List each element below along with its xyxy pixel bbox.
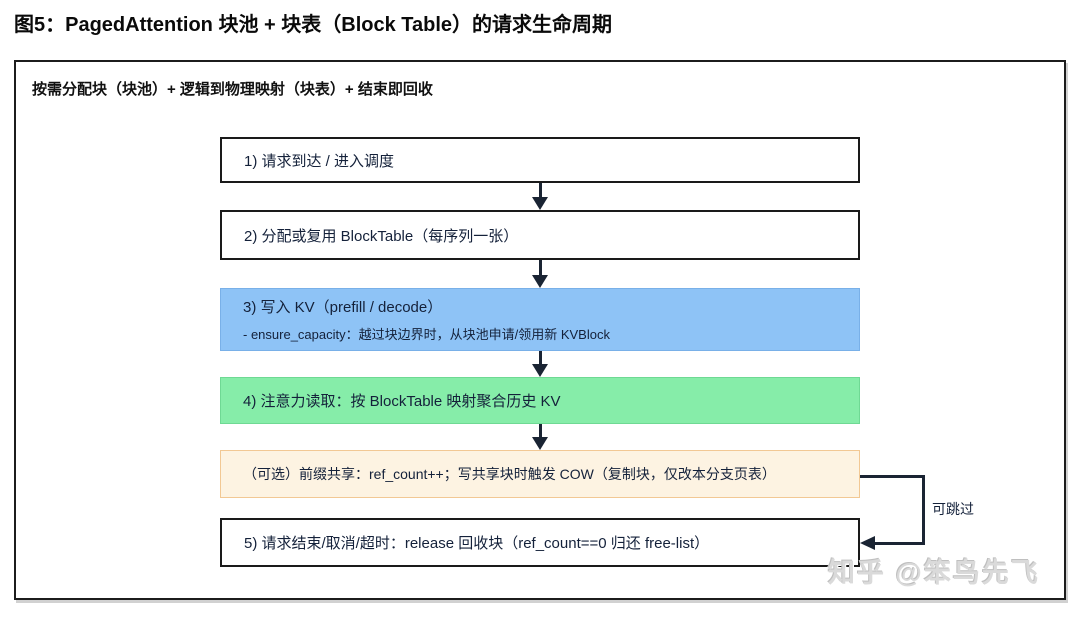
skip-connector-right [922,475,925,545]
watermark: 知乎 @笨鸟先飞 [828,558,1040,588]
flow-arrow-down-icon [532,260,548,288]
step-box-attention-read: 4) 注意力读取：按 BlockTable 映射聚合历史 KV [220,377,860,424]
arrow-stem [538,424,542,438]
figure-title: 图5：PagedAttention 块池 + 块表（Block Table）的请… [14,14,613,36]
diagram-canvas: 按需分配块（块池）+ 逻辑到物理映射（块表）+ 结束即回收 1) 请求到达 / … [14,60,1066,600]
step-box-write-kv: 3) 写入 KV（prefill / decode） - ensure_capa… [220,288,860,351]
arrow-head [532,275,548,288]
arrow-left-icon [860,536,875,550]
step-text: 5) 请求结束/取消/超时：release 回收块（ref_count==0 归… [244,535,710,552]
arrow-head [532,364,548,377]
skip-connector-top [860,475,925,478]
step-subtext: - ensure_capacity：越过块边界时，从块池申请/领用新 KVBlo… [243,327,610,342]
arrow-stem [538,260,542,276]
step-text: （可选）前缀共享：ref_count++；写共享块时触发 COW（复制块，仅改本… [243,466,776,482]
step-text: 4) 注意力读取：按 BlockTable 映射聚合历史 KV [243,393,561,410]
arrow-stem [538,183,542,198]
step-text: 3) 写入 KV（prefill / decode） [243,299,443,316]
step-text: 1) 请求到达 / 进入调度 [244,152,395,170]
skip-label: 可跳过 [932,501,974,517]
flow-arrow-down-icon [532,351,548,377]
flow-arrow-down-icon [532,183,548,210]
arrow-head [532,197,548,210]
step-box-blocktable-alloc: 2) 分配或复用 BlockTable（每序列一张） [220,210,860,260]
step-box-release: 5) 请求结束/取消/超时：release 回收块（ref_count==0 归… [220,518,860,567]
arrow-stem [538,351,542,365]
diagram-caption: 按需分配块（块池）+ 逻辑到物理映射（块表）+ 结束即回收 [32,81,433,98]
flow-arrow-down-icon [532,424,548,450]
step-box-request-arrival: 1) 请求到达 / 进入调度 [220,137,860,183]
arrow-head [532,437,548,450]
step-box-prefix-share-optional: （可选）前缀共享：ref_count++；写共享块时触发 COW（复制块，仅改本… [220,450,860,498]
skip-connector-bottom [874,542,925,545]
step-text: 2) 分配或复用 BlockTable（每序列一张） [244,227,519,245]
